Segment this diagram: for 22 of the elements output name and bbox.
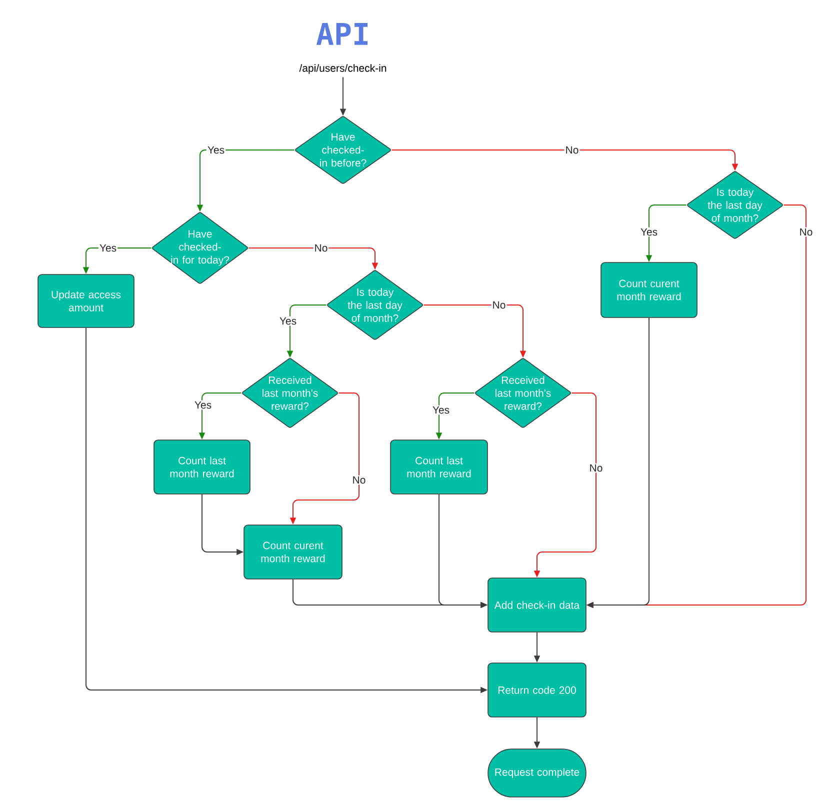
edge-label: No [351,475,367,485]
edge-label: No [491,300,507,310]
edge-label: Yes [639,227,659,237]
terminal-box: Request complete [488,748,586,798]
title: API [316,23,368,45]
edge-label: No [313,243,329,253]
edge-label: Yes [278,316,298,326]
edge-label: Yes [431,405,451,415]
process-box: Add check-in data [488,578,586,632]
process-box: Count last month reward [154,440,250,494]
process-box: Update access amount [38,274,134,328]
process-box: Count curent month reward [600,262,698,318]
edge-label: No [588,463,604,473]
edge-label: Yes [193,400,213,410]
process-box: Return code 200 [488,662,586,718]
edge-label: Yes [206,145,226,155]
process-box: Count last month reward [390,440,488,494]
edge-label: No [564,145,580,155]
edge-label: Yes [98,243,118,253]
edge-label: No [798,227,814,237]
process-box: Count curent month reward [244,524,342,580]
endpoint-label: /api/users/check-in [299,64,386,74]
